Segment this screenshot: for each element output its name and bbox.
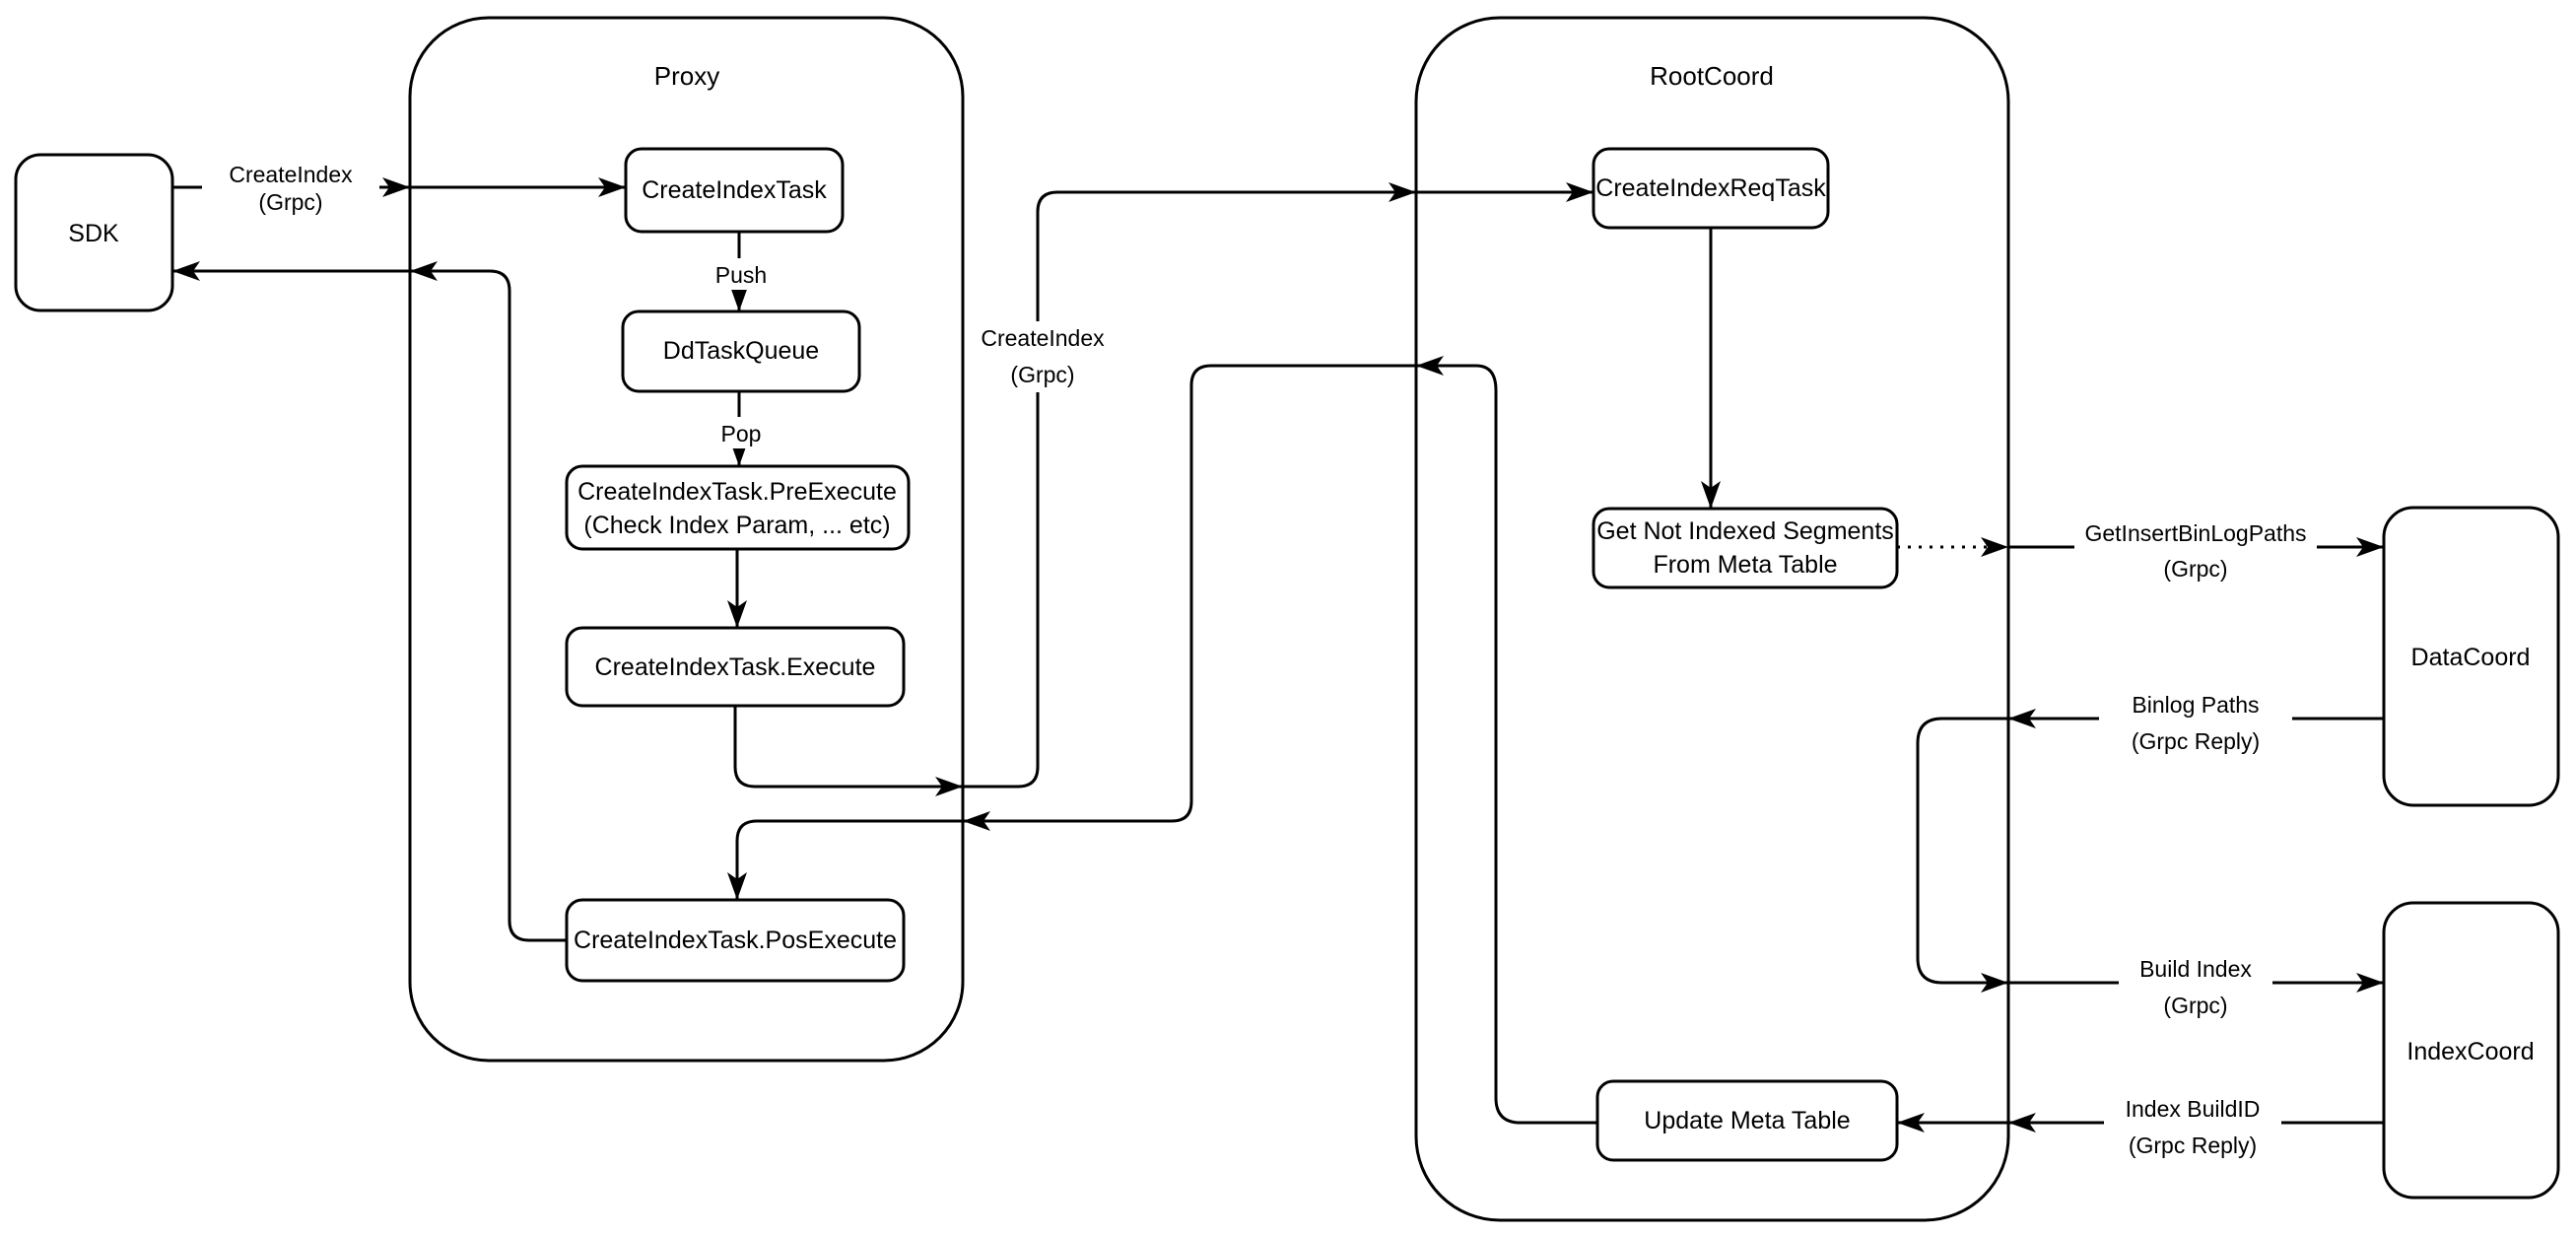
edge-label-indexbuildid-line1: Index BuildID <box>2126 1096 2261 1122</box>
node-update-meta-table-label: Update Meta Table <box>1644 1107 1850 1134</box>
edge-label-sdk-request-line2: (Grpc) <box>258 189 322 215</box>
node-update-meta-table <box>1595 1079 1899 1162</box>
arrowhead-right-icon <box>935 777 963 796</box>
node-pre-execute-label-line1: CreateIndexTask.PreExecute <box>577 478 897 506</box>
edge-label-bg <box>2119 952 2272 1017</box>
edge-posexecute-to-sdk <box>172 269 567 942</box>
node-get-not-indexed-segments <box>1592 507 1899 589</box>
node-execute <box>565 626 906 708</box>
rootcoord-container-title: RootCoord <box>1650 61 1774 91</box>
node-create-index-req-task-label: CreateIndexReqTask <box>1595 174 1826 202</box>
edge-label-bg <box>707 258 778 290</box>
arrowhead-left-icon <box>1416 356 1444 376</box>
proxy-container-title: Proxy <box>654 61 719 91</box>
node-get-not-indexed-label-line2: From Meta Table <box>1653 551 1837 579</box>
arrowhead-down-icon <box>727 600 747 628</box>
proxy-container <box>408 16 965 1063</box>
node-pre-execute <box>565 464 911 551</box>
arrowhead-down-icon <box>729 284 749 311</box>
edge-execute-to-createindexreqtask <box>733 190 1593 789</box>
node-get-not-indexed-label-line1: Get Not Indexed Segments <box>1596 517 1894 545</box>
edge-updatemetatable-to-posexecute <box>735 364 1597 1125</box>
edge-label-bg <box>2104 1092 2281 1157</box>
edge-label-sdk-request-line1: CreateIndex <box>229 162 353 187</box>
arrowhead-left-icon <box>410 261 438 281</box>
edge-label-getinsertbinlogpaths-line1: GetInsertBinLogPaths <box>2084 520 2306 546</box>
node-data-coord-label: DataCoord <box>2411 644 2531 671</box>
edge-label-push: Push <box>715 262 767 288</box>
edge-label-pop: Pop <box>721 421 762 446</box>
node-sdk <box>14 153 174 312</box>
arrowhead-left-icon <box>172 261 200 281</box>
arrowhead-left-icon <box>2008 1113 2036 1133</box>
arrowhead-left-icon <box>2008 709 2036 728</box>
arrowhead-right-icon <box>2356 973 2384 993</box>
arrowhead-right-icon <box>382 177 410 197</box>
edge-binlogpaths-buildindex <box>1916 717 2384 985</box>
node-create-index-task-label: CreateIndexTask <box>642 176 827 204</box>
node-create-index-req-task <box>1592 147 1830 230</box>
node-index-coord <box>2382 901 2560 1200</box>
edge-label-bg <box>982 321 1105 392</box>
arrowhead-down-icon <box>1701 481 1721 509</box>
edge-label-bg <box>202 158 379 215</box>
rootcoord-container <box>1414 16 2010 1222</box>
arrowhead-left-icon <box>963 811 990 831</box>
edge-label-binlogpaths-line2: (Grpc Reply) <box>2132 728 2260 754</box>
node-data-coord <box>2382 506 2560 807</box>
node-sdk-label: SDK <box>68 220 119 247</box>
edge-label-buildindex-line1: Build Index <box>2139 956 2252 982</box>
node-index-coord-label: IndexCoord <box>2407 1038 2534 1065</box>
edge-label-proxy-request-line2: (Grpc) <box>1010 362 1074 387</box>
edge-label-binlogpaths-line1: Binlog Paths <box>2132 692 2259 718</box>
node-pos-execute <box>565 898 906 983</box>
arrowhead-right-icon <box>2356 537 2384 557</box>
node-pre-execute-label-line2: (Check Index Param, ... etc) <box>583 512 890 539</box>
edge-label-getinsertbinlogpaths-line2: (Grpc) <box>2163 556 2227 582</box>
arrowhead-left-icon <box>1897 1113 1925 1133</box>
arrowhead-right-icon <box>1566 182 1593 202</box>
edge-label-buildindex-line2: (Grpc) <box>2163 993 2227 1018</box>
edge-label-proxy-request-line1: CreateIndex <box>981 325 1105 351</box>
node-pos-execute-label: CreateIndexTask.PosExecute <box>574 927 897 954</box>
arrowhead-right-icon <box>1389 182 1416 202</box>
edge-label-indexbuildid-line2: (Grpc Reply) <box>2129 1133 2257 1158</box>
arrowhead-right-icon <box>598 177 626 197</box>
edge-label-bg <box>712 417 773 448</box>
node-dd-task-queue-label: DdTaskQueue <box>663 337 819 365</box>
node-create-index-task <box>624 147 845 234</box>
arrowhead-right-icon <box>1981 537 2008 557</box>
edge-label-bg <box>2074 515 2317 584</box>
arrowhead-right-icon <box>1981 973 2008 993</box>
edge-label-bg <box>2099 688 2292 753</box>
node-dd-task-queue <box>621 309 861 393</box>
node-execute-label: CreateIndexTask.Execute <box>595 653 876 681</box>
arrowhead-down-icon <box>727 872 747 900</box>
